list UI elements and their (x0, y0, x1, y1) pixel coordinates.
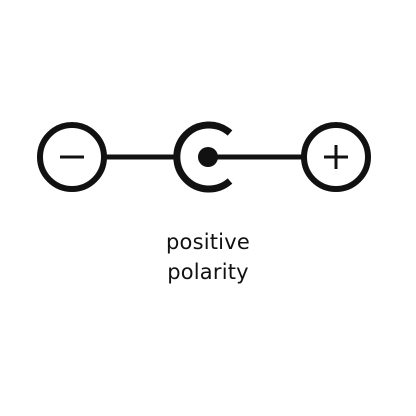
plus-sign-icon (324, 145, 348, 169)
negative-terminal-icon (37, 122, 107, 192)
center-pin-icon (198, 147, 218, 167)
caption-line-positive: positive (166, 230, 250, 254)
positive-terminal-icon (301, 122, 371, 192)
caption-line-polarity: polarity (167, 260, 249, 284)
barrel-jack-icon (173, 121, 233, 193)
